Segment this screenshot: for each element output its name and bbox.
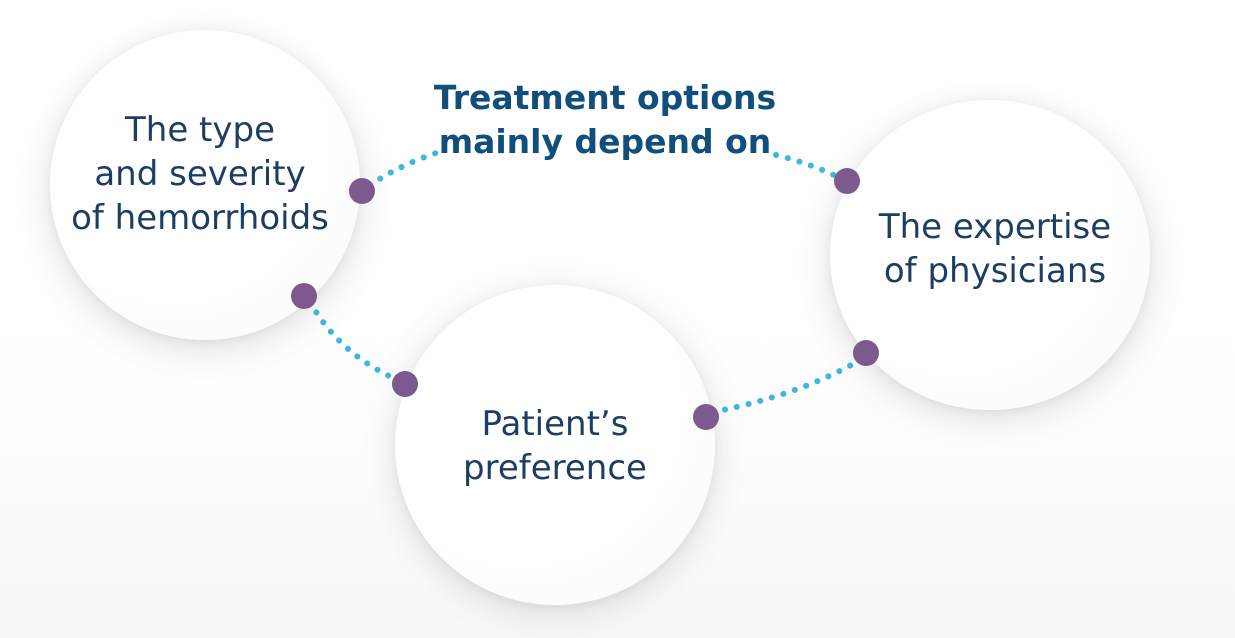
factor-label-patient-preference: Patient’s preference xyxy=(410,402,700,490)
factor-label-type-severity: The type and severity of hemorrhoids xyxy=(55,108,345,240)
factor-label-line: Patient’s xyxy=(481,404,629,444)
factor-bubble-physician-expertise xyxy=(830,100,1150,410)
factor-label-line: preference xyxy=(463,448,647,488)
factor-label-line: The type xyxy=(125,110,275,150)
factor-label-line: The expertise xyxy=(878,207,1112,247)
factor-label-line: of hemorrhoids xyxy=(71,198,329,238)
connector-type-to-patient xyxy=(307,299,401,383)
factor-label-physician-expertise: The expertise of physicians xyxy=(845,205,1145,293)
factor-label-line: and severity xyxy=(94,154,306,194)
factor-bubble-patient-preference xyxy=(395,285,715,605)
title-line: mainly depend on xyxy=(438,122,772,161)
connector-patient-to-expertise xyxy=(710,357,863,415)
factor-label-line: of physicians xyxy=(883,251,1107,291)
diagram-title: Treatment options mainly depend on xyxy=(420,76,790,164)
title-line: Treatment options xyxy=(433,78,777,117)
